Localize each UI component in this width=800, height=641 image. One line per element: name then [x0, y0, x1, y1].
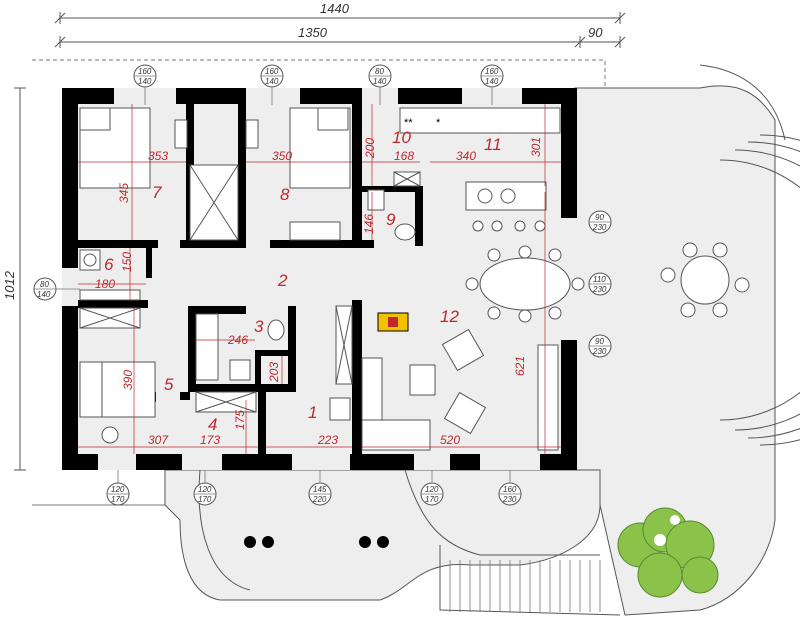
window-top-4-width: 160: [485, 67, 499, 76]
window-right-3-height: 230: [592, 347, 607, 356]
room-1-number: 1: [308, 403, 317, 422]
room-1-width: 223: [317, 433, 338, 447]
room-8-number: 8: [280, 185, 290, 204]
room-10-number: 10: [392, 128, 411, 147]
window-right-3-width: 90: [595, 337, 604, 346]
room-3-width: 246: [227, 333, 248, 347]
stove-mark-left: **: [404, 117, 413, 129]
window-bottom-2-width: 120: [198, 485, 212, 494]
room-7-width: 353: [148, 149, 168, 163]
room-6-depth: 150: [120, 252, 134, 272]
window-bottom-1-width: 120: [111, 485, 125, 494]
window-left-height: 140: [37, 290, 51, 299]
room-7-depth: 345: [117, 183, 131, 203]
room-3-number: 3: [254, 317, 264, 336]
window-bottom-4-width: 120: [425, 485, 439, 494]
room-11-number: 11: [484, 135, 502, 154]
room-7-number: 7: [152, 183, 162, 202]
window-top-3-height: 140: [373, 77, 387, 86]
interior-dims: [78, 104, 561, 454]
walls: [62, 88, 577, 470]
tree-icon: [617, 507, 719, 598]
dimension-lines: 1440 1350 90 1012: [2, 1, 626, 471]
room-11-depth: 301: [529, 137, 543, 157]
room-10-width: 168: [394, 149, 414, 163]
window-top-1-width: 160: [138, 67, 152, 76]
window-top-3-width: 80: [375, 67, 384, 76]
front-patio: [164, 469, 621, 616]
room-4-width: 173: [200, 433, 220, 447]
window-bottom-5-height: 230: [502, 495, 517, 504]
room-12-depth: 621: [513, 356, 527, 376]
room-12-width: 520: [440, 433, 460, 447]
bay-width-label: 90: [588, 25, 603, 40]
window-bottom-4-height: 170: [425, 495, 439, 504]
patio-steps: [449, 560, 601, 612]
window-markers: 160 140 160 140 80 140 160 140 80 140 90…: [33, 64, 612, 506]
window-bottom-3-width: 145: [313, 485, 327, 494]
room-9-number: 9: [386, 210, 396, 229]
room-4-number: 4: [208, 415, 217, 434]
window-right-2-height: 230: [592, 285, 607, 294]
window-top-1-height: 140: [138, 77, 152, 86]
room-10-depth: 200: [363, 138, 377, 159]
terrace-table: [660, 242, 750, 318]
window-bottom-5-width: 160: [503, 485, 517, 494]
room-5-width: 307: [148, 433, 169, 447]
room-6-number: 6: [104, 255, 114, 274]
window-top-2-width: 160: [265, 67, 279, 76]
room-2-number: 2: [277, 271, 288, 290]
stove-mark-right: *: [436, 117, 441, 129]
room-12-number: 12: [440, 307, 459, 326]
room-11-width: 340: [456, 149, 476, 163]
body-width-label: 1350: [298, 25, 328, 40]
window-bottom-3-height: 220: [312, 495, 327, 504]
terrace: [574, 64, 800, 616]
total-depth-label: 1012: [2, 270, 17, 300]
furniture: [79, 107, 585, 451]
window-right-1-height: 230: [592, 223, 607, 232]
window-left-width: 80: [40, 280, 49, 289]
window-top-2-height: 140: [265, 77, 279, 86]
room-9-depth: 146: [362, 214, 376, 234]
total-width-label: 1440: [320, 1, 350, 16]
patio-posts: [244, 536, 389, 548]
room-4-depth: 175: [233, 410, 247, 430]
room-5-depth: 390: [121, 370, 135, 390]
window-bottom-1-height: 170: [111, 495, 125, 504]
window-bottom-2-height: 170: [198, 495, 212, 504]
room-3-depth: 203: [267, 362, 281, 383]
room-8-width: 350: [272, 149, 292, 163]
window-right-1-width: 90: [595, 213, 604, 222]
window-top-4-height: 140: [485, 77, 499, 86]
room-5-number: 5: [164, 375, 174, 394]
room-6-width: 180: [95, 277, 115, 291]
window-right-2-width: 110: [593, 275, 606, 284]
